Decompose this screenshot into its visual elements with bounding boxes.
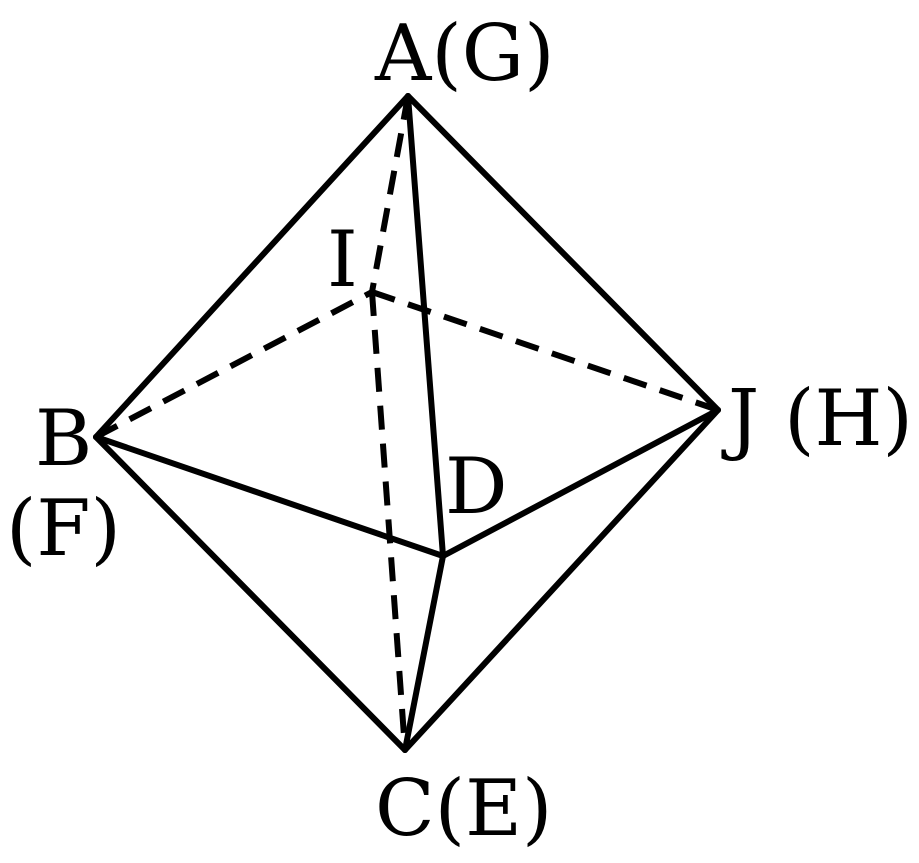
edge-b-c <box>93 434 408 753</box>
edge-i-c-dashed <box>369 291 408 751</box>
edge-d-j <box>440 407 721 559</box>
edge-a-j <box>405 93 721 413</box>
vertex-label-c: C(E) <box>375 764 552 854</box>
edge-c-j <box>402 407 721 753</box>
vertex-sublabel-b: (F) <box>6 484 121 574</box>
edge-i-j-dashed <box>371 289 719 413</box>
edge-a-b <box>93 93 411 440</box>
edge-b-d <box>93 434 446 559</box>
vertex-label-a: A(G) <box>374 9 555 99</box>
edge-a-d <box>405 93 446 559</box>
vertex-label-i: I <box>327 215 358 305</box>
edge-b-i-dashed <box>94 289 374 440</box>
edges-group <box>93 93 721 753</box>
vertex-label-d: D <box>445 442 508 532</box>
vertex-label-j: J (H) <box>721 374 913 464</box>
edge-a-i-dashed <box>369 95 411 293</box>
edge-c-d <box>402 553 446 753</box>
vertex-label-b: B <box>35 394 92 484</box>
